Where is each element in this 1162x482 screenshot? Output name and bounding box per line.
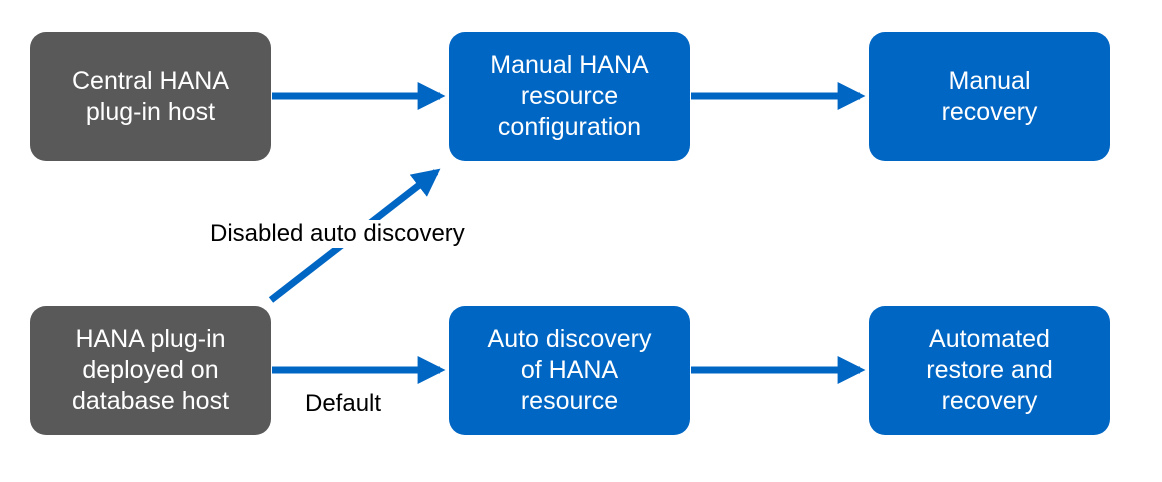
node-line: HANA plug-in [75, 325, 226, 353]
node-line: Manual [948, 66, 1031, 95]
disabled-auto-discovery-label: Disabled auto discovery [208, 220, 467, 248]
node-line: resource [520, 82, 619, 110]
manual-recovery-node: Manual recovery [869, 32, 1110, 161]
node-line: of HANA [520, 356, 619, 384]
node-line: plug-in host [85, 97, 216, 126]
node-line: database host [71, 387, 230, 415]
node-line: Central HANA [72, 66, 229, 95]
hana-plugin-deployed-on-database-host-node: HANA plug-in deployed on database host [30, 306, 271, 435]
node-line: resource [520, 387, 619, 415]
auto-discovery-of-hana-resource-node: Auto discovery of HANA resource [449, 306, 690, 435]
manual-hana-resource-configuration-node: Manual HANA resource configuration [449, 32, 690, 161]
node-line: recovery [941, 387, 1038, 415]
central-hana-plugin-host-node: Central HANA plug-in host [30, 32, 271, 161]
default-label: Default [305, 390, 382, 417]
node-line: Auto discovery [487, 325, 652, 353]
node-line: deployed on [82, 356, 219, 384]
node-line: restore and [926, 356, 1053, 384]
node-line: configuration [497, 113, 642, 141]
node-line: Automated [929, 325, 1050, 353]
node-line: Manual HANA [490, 51, 649, 79]
node-line: recovery [941, 97, 1038, 126]
automated-restore-and-recovery-node: Automated restore and recovery [869, 306, 1110, 435]
